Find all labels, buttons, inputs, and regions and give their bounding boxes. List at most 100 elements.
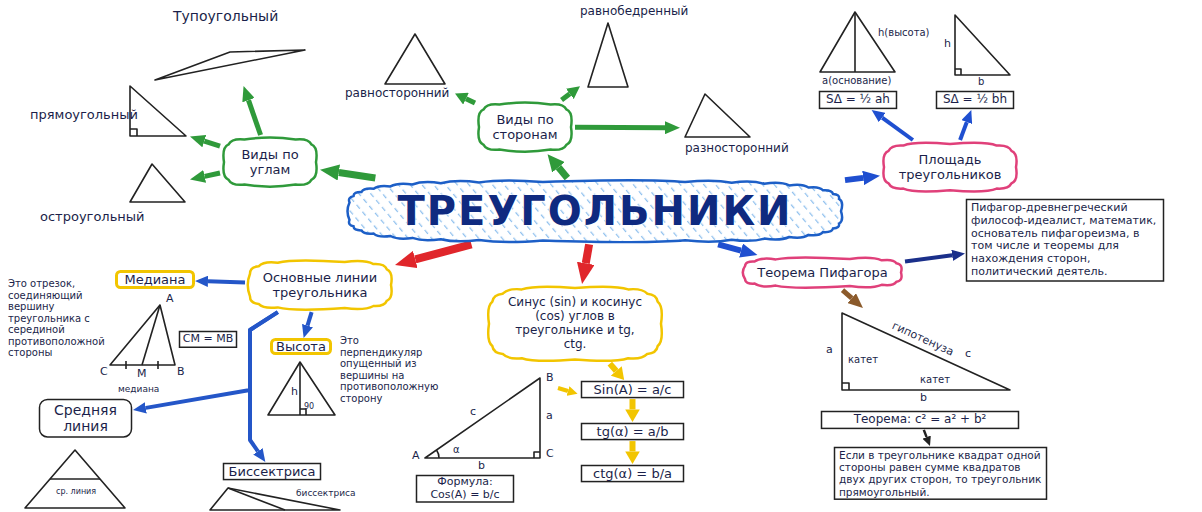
figure-label: h [944,38,951,51]
note-box: Если в треугольнике квадрат одной сторон… [833,446,1048,501]
node-text: Виды по сторонам [491,112,559,142]
vertex-label: B [177,366,185,379]
box-outline [820,92,897,109]
figure-label: c [965,348,971,361]
branch-arrow [204,141,220,146]
node-text: Высота [274,339,328,354]
box-outline [937,92,1014,109]
branch-arrow [415,244,471,259]
formula-box: SΔ = ½ ah [818,90,898,110]
figure-label: катет [848,354,878,366]
node-text: Средняя линия [44,402,127,434]
vertex-label: A [166,293,174,306]
term-box: Средняя линия [38,398,133,438]
figure-label: разносторонний [685,142,789,156]
triangle-figure: разносторонний [680,92,790,164]
cloud-outline [248,261,392,310]
area-triangle [820,12,895,72]
vertex-label: C [100,366,108,379]
node-text: Теорема: c² = a² + b² [826,413,1014,427]
right-angle-mark [534,452,540,458]
formula-box: tg(α) = a/b [580,422,685,441]
box-outline [180,332,237,348]
branch-arrow [250,312,278,451]
branch-arrow [960,122,967,140]
branch-arrow [558,167,567,178]
side-label: b [478,460,485,473]
angle-label: α [453,444,460,456]
figure-label: остроугольный [40,210,145,225]
definition-text: Это отрезок, соединяющий вершину треугол… [8,278,103,359]
vertex-label: A [412,450,420,463]
node-text: Теорема Пифагора [756,265,889,280]
figure-label: b [978,76,984,88]
figure-label: Тупоугольный [173,8,278,24]
figure-label: гипотенуза [890,320,956,359]
triangle-outline [130,86,186,136]
node-text: tg(α) = a/b [584,424,681,439]
right-angle-mark [955,69,961,75]
branch-arrow [248,100,260,135]
box-outline [417,476,514,503]
median-line [142,305,160,365]
midline [50,478,100,480]
node-text: CM = MB [182,333,234,346]
central-topic-cloud: ТРЕУГОЛЬНИКИ [345,178,845,244]
node-text: Площадь треугольников [896,152,1004,182]
cloud-outline [743,257,902,287]
formula-box: CM = MB [178,330,238,349]
triangle-figure: Тупоугольный [145,8,315,86]
triangle-drawings [25,12,1010,510]
trig-triangle [425,378,540,458]
branch-arrow [630,399,636,409]
figure-label: равнобедренный [580,5,688,19]
box-outline [224,464,321,480]
box-outline [40,400,132,437]
cloud-outline [488,287,662,361]
box-outline [835,448,1047,500]
equal-tick [157,361,159,369]
height-line [299,362,301,415]
figure-label: 90 [304,402,314,411]
figure-label: медиана [118,384,159,394]
cloud-outline [883,143,1016,192]
box-outline [582,382,684,398]
node-text: SΔ = ½ ah [822,93,894,107]
formula-box: ctg(α) = b/a [580,464,685,483]
node-text: Медиана [119,272,191,287]
triangle-figure: остроугольный [40,160,190,232]
branch-arrow [339,172,376,178]
node-text: ctg(α) = b/a [584,466,681,481]
branch-cloud: Виды по сторонам [475,100,575,154]
term-box: Высота [270,338,332,355]
pointer-arrow [558,388,568,391]
branch-arrow [586,244,589,263]
node-text: Sin(A) = a/c [584,382,681,397]
triangle-outline [685,94,750,137]
height-triangle [268,362,335,415]
box-outline [117,272,194,288]
formula-box: SΔ = ½ bh [935,90,1015,110]
figure-label: ср. линия [56,487,96,496]
vertex-label: C [546,448,554,461]
figure-label: h [291,386,298,399]
formula-box: Теорема: c² = a² + b² [820,410,1020,430]
node-text: Пифагор-древнегреческий философ-идеалист… [971,202,1159,279]
formula-box: Sin(A) = a/c [580,380,685,399]
box-outline [582,424,684,440]
right-triangle-figure: гипотенузаcaкатеткатетb [820,308,1020,408]
side-label: c [470,406,476,419]
height-line [854,12,856,72]
figure-label: h(высота) [878,27,930,39]
node-text: SΔ = ½ bh [939,93,1011,107]
branch-arrow [718,244,741,250]
box-outline [967,200,1164,282]
box-outline [822,412,1019,429]
cloud-outline [348,180,843,242]
side-label: a [546,410,553,423]
figure-label: a [826,344,833,357]
branch-cloud: Теорема Пифагора [740,255,905,290]
angle-arc [437,450,440,458]
branch-arrow [924,430,927,437]
